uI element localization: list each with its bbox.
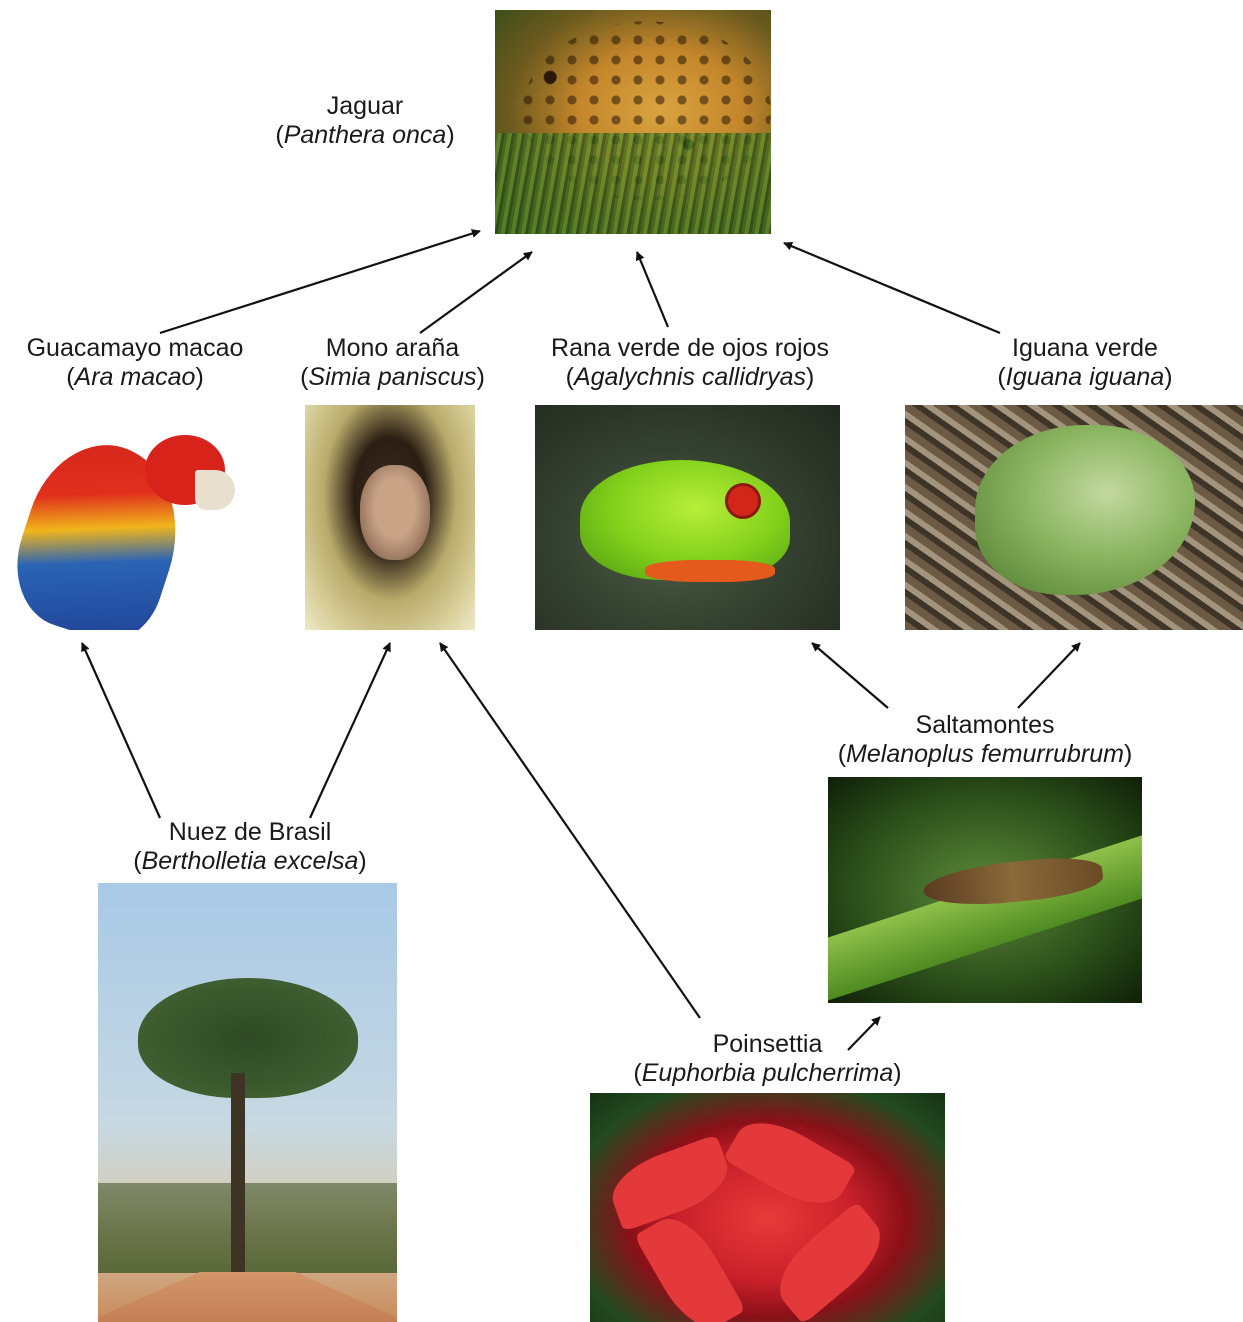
label-iguana: Iguana verde (Iguana iguana)	[960, 334, 1210, 392]
label-poinsettia: Poinsettia (Euphorbia pulcherrima)	[595, 1030, 940, 1088]
grasshopper-scientific-name: Melanoplus femurrubrum	[846, 740, 1124, 768]
grasshopper-photo	[828, 777, 1142, 1003]
arrow-poinsettia-to-monkey	[439, 642, 701, 1019]
label-monkey: Mono araña (Simia paniscus)	[280, 334, 505, 392]
arrow-monkey-to-jaguar	[419, 251, 533, 334]
arrow-brazil-nut-to-monkey	[308, 642, 392, 819]
label-jaguar: Jaguar (Panthera onca)	[245, 92, 485, 150]
label-macaw: Guacamayo macao (Ara macao)	[0, 334, 270, 392]
poinsettia-photo	[590, 1093, 945, 1322]
arrow-grasshopper-to-frog	[811, 642, 889, 709]
jaguar-scientific-name: Panthera onca	[283, 121, 447, 149]
arrow-macaw-to-jaguar	[159, 229, 481, 335]
arrow-poinsettia-to-grasshopper	[847, 1016, 881, 1051]
frog-photo	[535, 405, 840, 630]
frog-common-name: Rana verde de ojos rojos	[551, 334, 829, 362]
monkey-common-name: Mono araña	[325, 334, 460, 362]
poinsettia-common-name: Poinsettia	[712, 1030, 823, 1058]
poinsettia-scientific-name: Euphorbia pulcherrima	[641, 1059, 894, 1087]
iguana-photo	[905, 405, 1243, 630]
arrow-iguana-to-jaguar	[783, 241, 1001, 335]
arrow-frog-to-jaguar	[635, 251, 670, 328]
macaw-scientific-name: Ara macao	[74, 363, 196, 391]
macaw-common-name: Guacamayo macao	[26, 334, 244, 362]
spider-monkey-photo	[305, 405, 475, 630]
frog-scientific-name: Agalychnis callidryas	[573, 363, 807, 391]
label-brazil-nut: Nuez de Brasil (Bertholletia excelsa)	[100, 818, 400, 876]
brazil-nut-scientific-name: Bertholletia excelsa	[141, 847, 359, 875]
brazil-nut-common-name: Nuez de Brasil	[168, 818, 332, 846]
jaguar-common-name: Jaguar	[326, 92, 404, 120]
monkey-scientific-name: Simia paniscus	[308, 363, 477, 391]
arrow-grasshopper-to-iguana	[1017, 642, 1081, 709]
label-frog: Rana verde de ojos rojos (Agalychnis cal…	[525, 334, 855, 392]
grasshopper-common-name: Saltamontes	[915, 711, 1055, 739]
iguana-scientific-name: Iguana iguana	[1005, 363, 1165, 391]
brazil-nut-tree-photo	[98, 883, 397, 1322]
label-grasshopper: Saltamontes (Melanoplus femurrubrum)	[800, 711, 1170, 769]
arrow-brazil-nut-to-macaw	[80, 642, 162, 819]
iguana-common-name: Iguana verde	[1012, 334, 1158, 362]
jaguar-photo	[495, 10, 771, 234]
macaw-photo	[5, 405, 250, 630]
